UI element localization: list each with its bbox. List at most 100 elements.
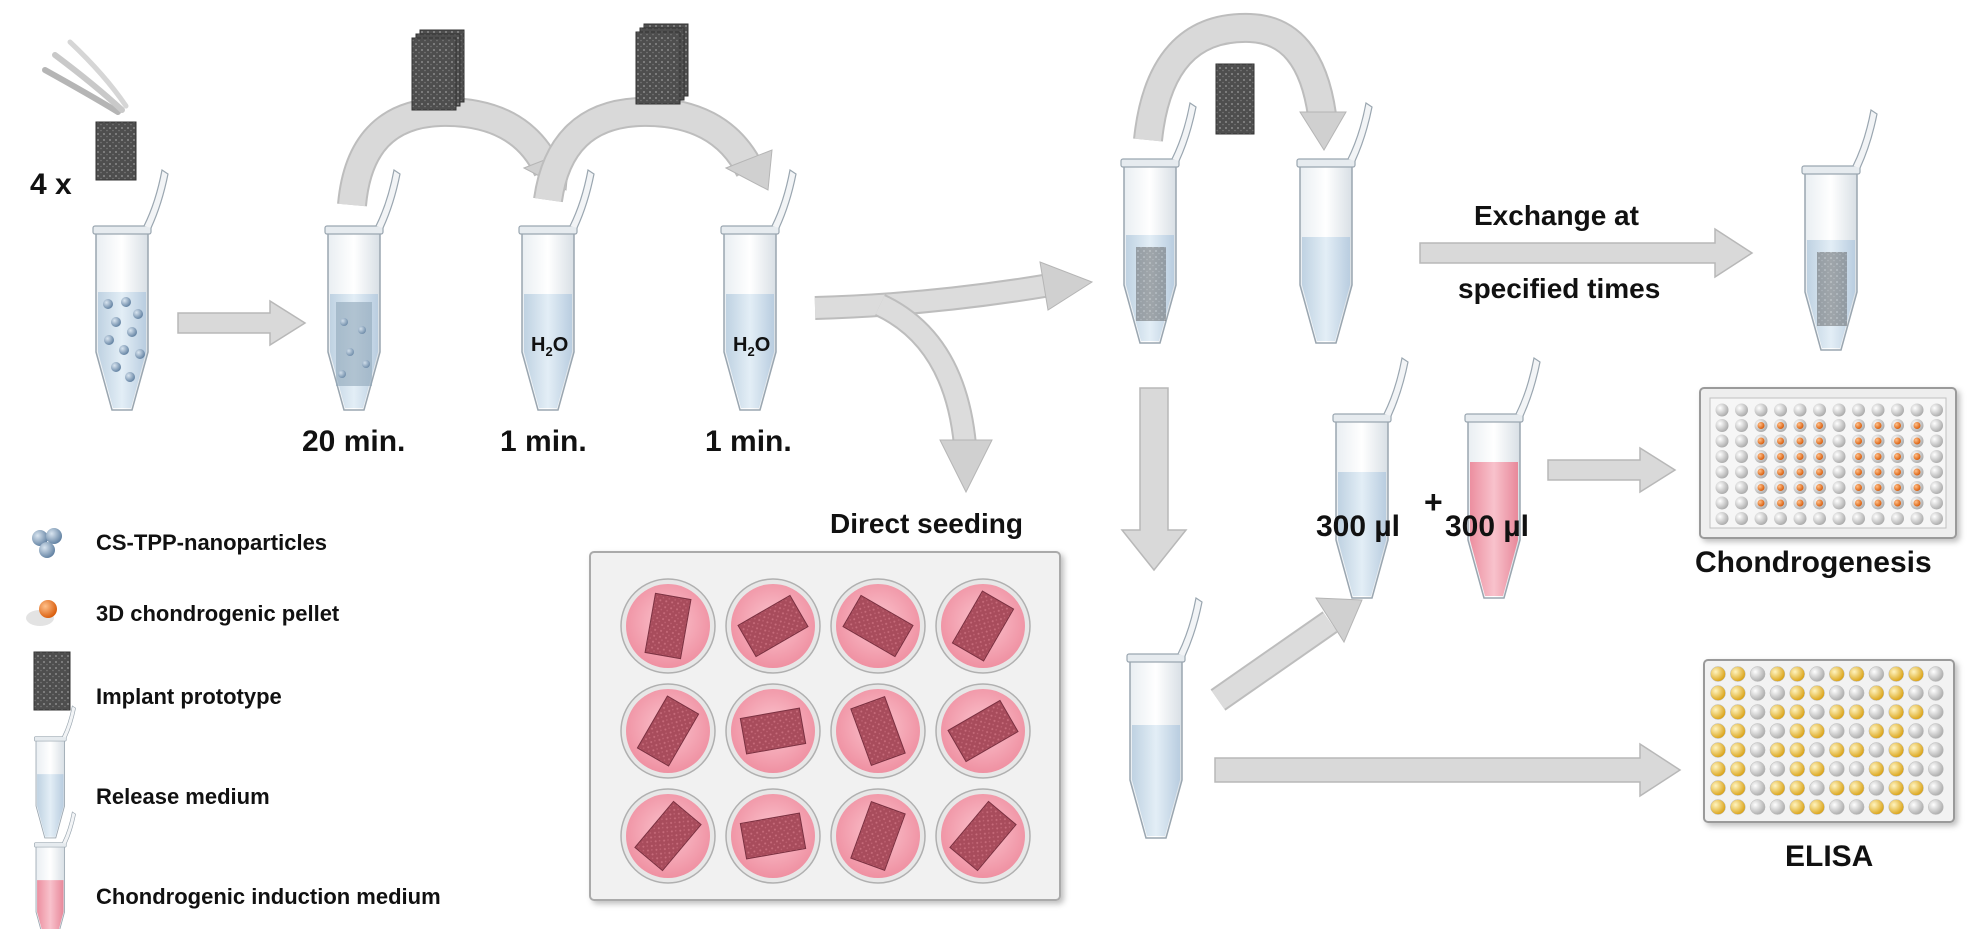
pellet-dot — [1894, 422, 1901, 429]
elisa-well — [1789, 666, 1805, 682]
seeded-implant — [636, 695, 700, 767]
pellet-dot — [1855, 453, 1862, 460]
pellet-dot — [1913, 484, 1921, 491]
arrow-to-chondrogenesis — [1547, 446, 1677, 494]
pellet-dot — [1816, 484, 1823, 491]
elisa-well — [1809, 685, 1825, 701]
elisa-plate — [1703, 659, 1955, 823]
volume-release-label: 300 µl — [1316, 510, 1401, 543]
legend-induction-label: Chondrogenic induction medium — [96, 884, 441, 909]
elisa-well — [1848, 780, 1865, 796]
seeded-implant — [951, 590, 1015, 662]
elisa-well — [1848, 666, 1865, 682]
pellet-dot — [1777, 453, 1784, 460]
elisa-well — [1749, 723, 1766, 739]
pellet-dot — [1796, 484, 1804, 491]
legend-pellet-icon — [26, 600, 57, 626]
chondro-well — [1832, 419, 1846, 432]
chondro-well — [1715, 450, 1729, 463]
elisa-well — [1789, 723, 1805, 739]
chondro-well — [1852, 403, 1865, 417]
elisa-well — [1769, 666, 1786, 682]
elisa-well — [1888, 780, 1904, 796]
pellet-dot — [1816, 453, 1823, 460]
chondro-well — [1715, 434, 1729, 448]
pellet-dot — [1874, 437, 1882, 445]
elisa-well — [1789, 799, 1805, 815]
chondro-well — [1930, 512, 1943, 525]
arrow-incubation — [177, 299, 307, 347]
pellet-dot — [1855, 437, 1862, 445]
elisa-well — [1829, 742, 1845, 758]
elisa-well — [1769, 685, 1786, 701]
legend-nanoparticles-icon — [32, 528, 62, 558]
elisa-well — [1710, 666, 1726, 682]
elisa-well — [1928, 704, 1944, 720]
elisa-label: ELISA — [1785, 840, 1874, 873]
elisa-well — [1928, 742, 1944, 758]
elisa-well — [1888, 704, 1904, 720]
pellet-dot — [1777, 422, 1784, 429]
chondro-well — [1735, 434, 1748, 448]
elisa-well — [1749, 761, 1766, 777]
water-label-1: H2O — [531, 334, 569, 359]
elisa-well — [1908, 761, 1924, 777]
multiplier-label: 4 x — [30, 168, 72, 201]
elisa-well — [1809, 742, 1825, 758]
pellet-dot — [1913, 437, 1921, 445]
legend-pellet-label: 3D chondrogenic pellet — [96, 601, 340, 626]
chondro-well — [1793, 512, 1807, 525]
elisa-well — [1710, 685, 1726, 701]
pellet-dot — [1855, 484, 1862, 491]
chondro-well — [1832, 481, 1846, 494]
elisa-well — [1809, 799, 1825, 815]
pellet-dot — [1777, 468, 1784, 476]
seeded-implant — [634, 800, 702, 872]
seeded-implant — [739, 812, 807, 860]
chondro-well — [1930, 450, 1943, 463]
pellet-dot — [1757, 422, 1765, 429]
elisa-well — [1710, 799, 1726, 815]
chondro-well — [1910, 512, 1924, 525]
elisa-well — [1848, 685, 1865, 701]
chondro-well — [1852, 512, 1865, 525]
elisa-well — [1848, 799, 1865, 815]
elisa-well — [1908, 704, 1924, 720]
elisa-well — [1710, 723, 1726, 739]
seeded-implant — [947, 699, 1019, 763]
seeded-implant — [644, 592, 692, 660]
chondro-well — [1715, 496, 1729, 510]
chondro-well — [1735, 403, 1748, 417]
transfer-arrow-3 — [1133, 12, 1347, 151]
pellet-dot — [1855, 468, 1862, 476]
pellet-dot — [1777, 437, 1784, 445]
elisa-well — [1769, 704, 1786, 720]
chondro-well — [1930, 434, 1943, 448]
elisa-well — [1730, 799, 1746, 815]
chondro-well — [1735, 465, 1748, 479]
elisa-well — [1908, 723, 1924, 739]
pellet-dot — [1874, 499, 1882, 507]
elisa-well — [1928, 780, 1944, 796]
pellet-dot — [1874, 453, 1882, 460]
elisa-well — [1928, 723, 1944, 739]
elisa-well — [1868, 799, 1885, 815]
elisa-well — [1730, 780, 1746, 796]
seeded-implant — [850, 696, 906, 766]
elisa-well — [1829, 723, 1845, 739]
chondro-well — [1930, 496, 1943, 510]
chondro-well — [1715, 465, 1729, 479]
chondro-well — [1930, 419, 1943, 432]
chondro-well — [1715, 403, 1729, 417]
pellet-dot — [1757, 499, 1765, 507]
elisa-well — [1769, 761, 1786, 777]
chondro-well — [1832, 450, 1846, 463]
elisa-well — [1749, 780, 1766, 796]
chondrogenesis-wells — [1715, 403, 1943, 525]
pellet-dot — [1874, 468, 1882, 476]
elisa-well — [1769, 799, 1786, 815]
implant-stack-icon — [411, 29, 465, 111]
elisa-well — [1809, 780, 1825, 796]
elisa-well — [1710, 704, 1726, 720]
